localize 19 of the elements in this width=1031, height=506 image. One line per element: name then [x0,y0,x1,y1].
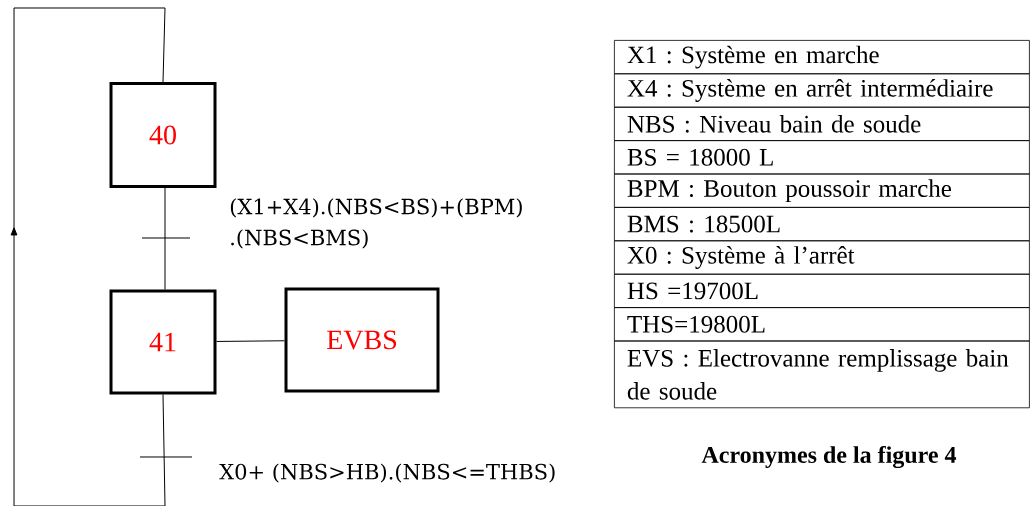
table-cell: X4 : Système en arrêt intermédiaire [614,73,1030,108]
step-box: 40 [109,82,217,188]
table-cell: EVS : Electrovanne remplissage bain de soude [614,340,1030,409]
table-cell: X1 : Système en marche [614,40,1030,75]
table-cell: BPM : Bouton poussoir marche [614,173,1030,208]
table-cell: BS = 18000 L [614,140,1030,175]
table-cell: X0 : Système à l’arrêt [614,240,1030,275]
table-cell: BMS : 18500L [614,207,1030,242]
table-cell: HS =19700L [614,273,1030,308]
connector-line [216,340,285,342]
table-caption: Acronymes de la figure 4 [701,445,957,469]
step-box: EVBS [284,287,440,393]
transition-condition: (X1+X4).(NBS<BS)+(BPM) .(NBS<BMS) [230,198,522,249]
loop-arrow [10,7,166,506]
table-cell: THS=19800L [614,307,1030,342]
connector-line [164,187,166,290]
transition-condition: X0+ (NBS>HB).(NBS<=THBS) [219,463,555,483]
table-cell: NBS : Niveau bain de soude [614,106,1030,141]
step-box: 41 [109,289,217,395]
